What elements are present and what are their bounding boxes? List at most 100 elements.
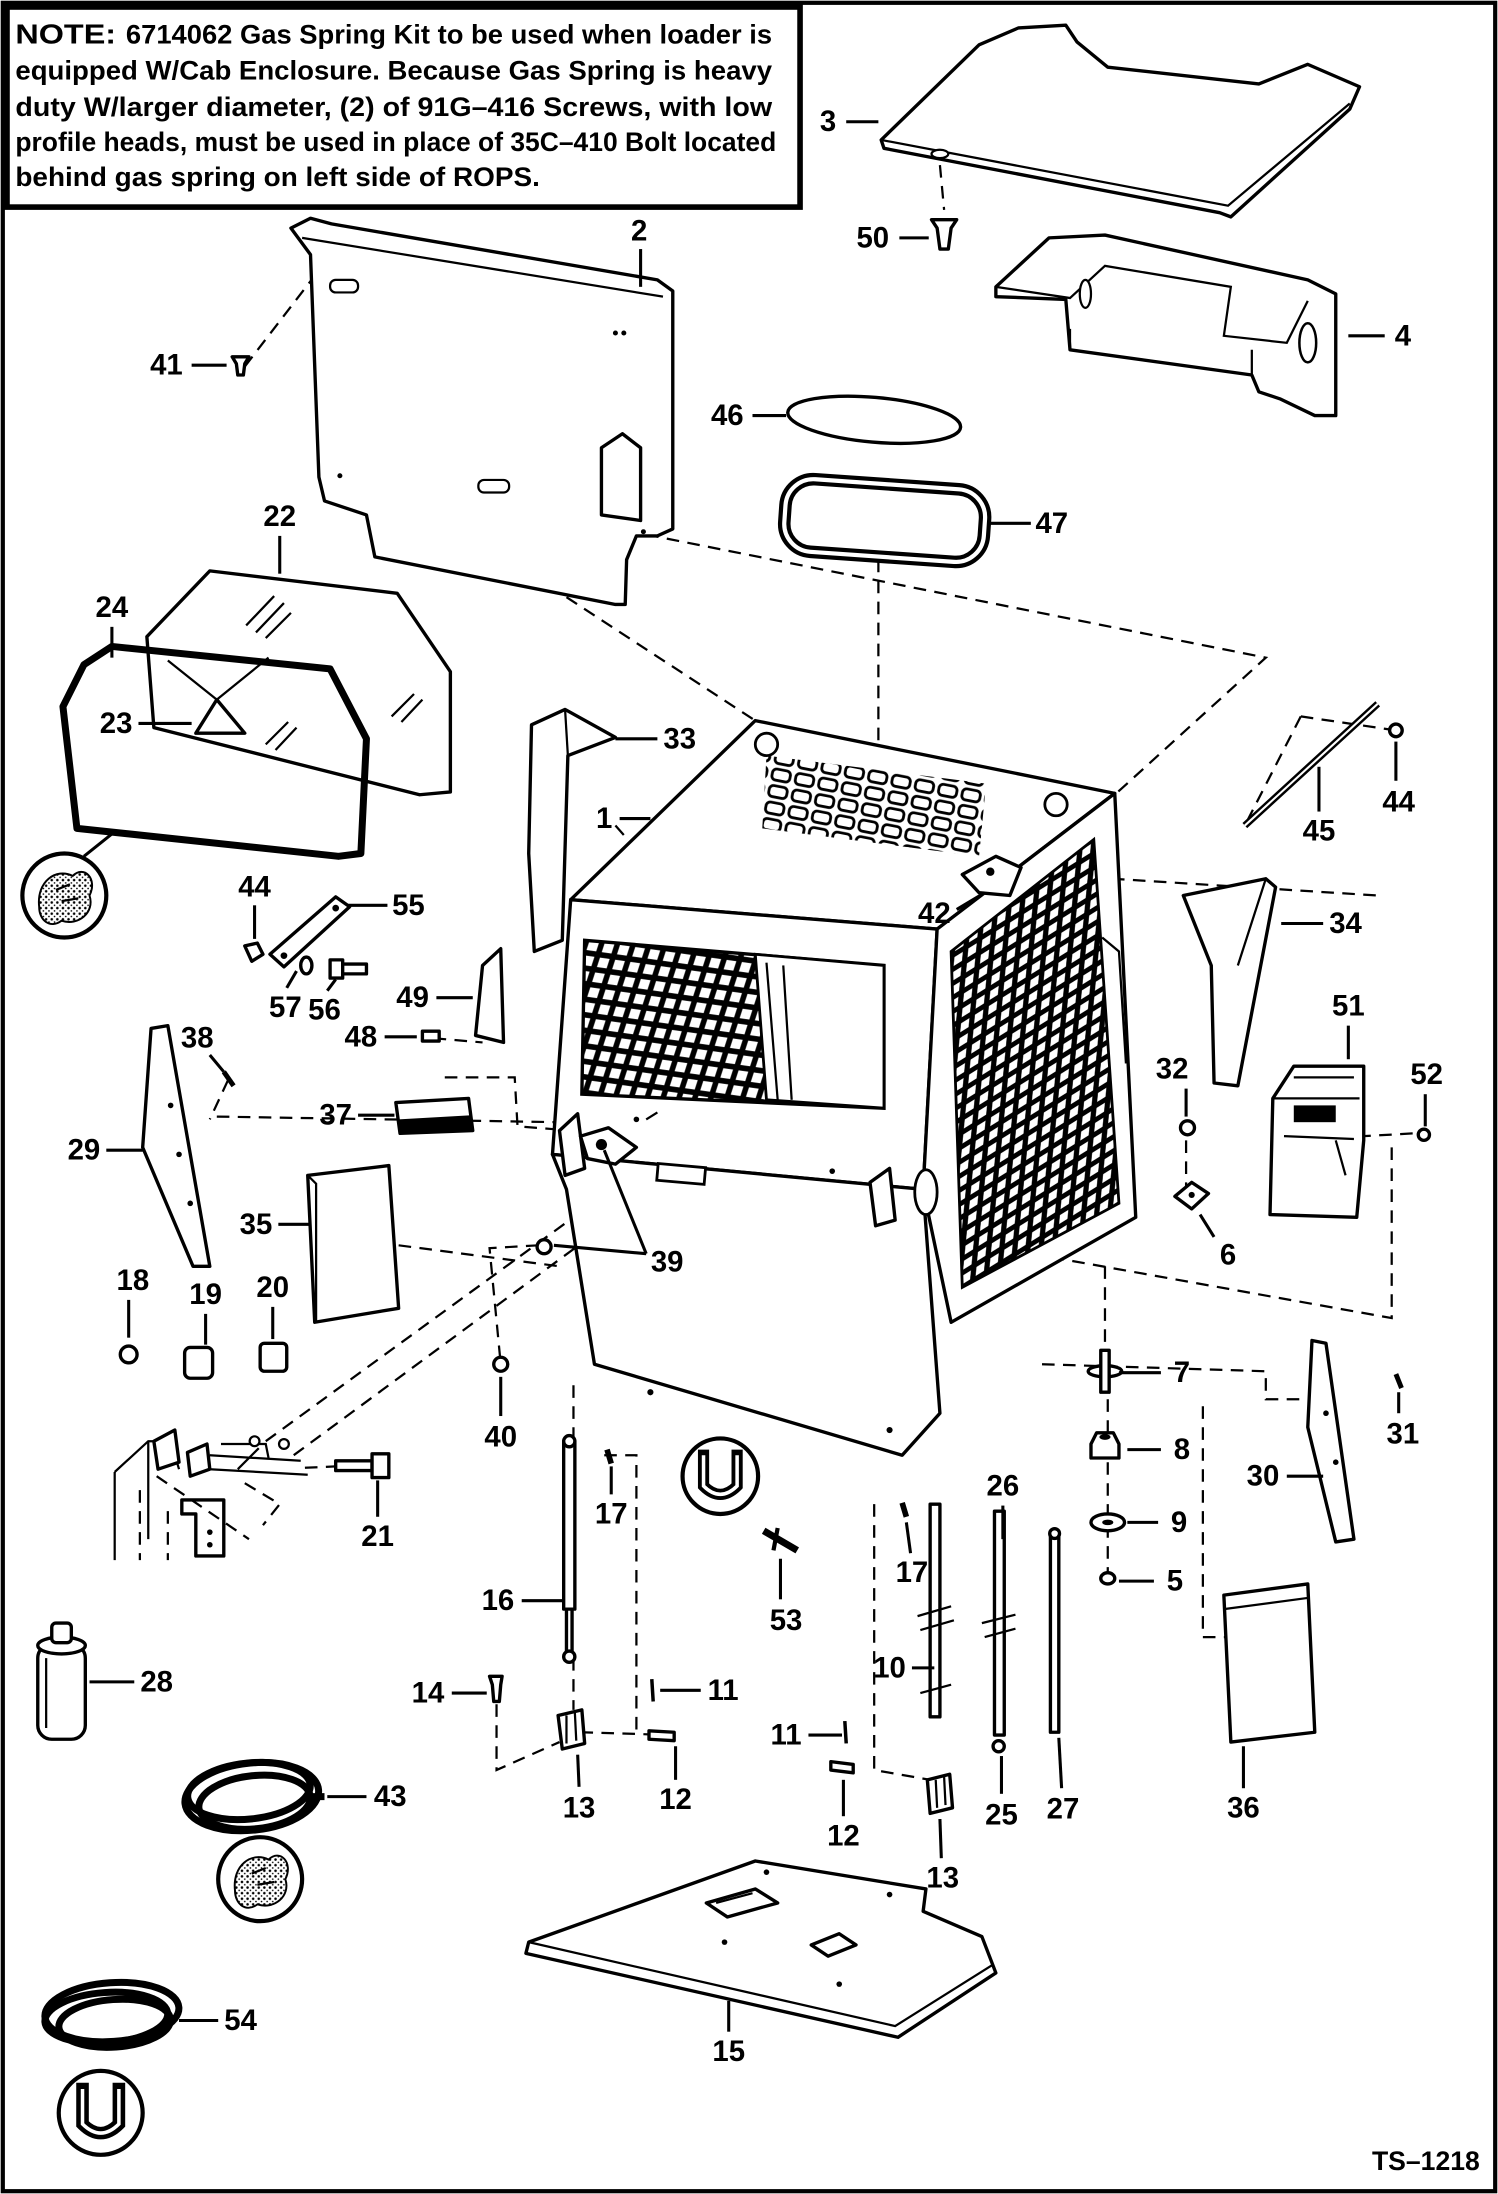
part-bolt-21 (334, 1452, 391, 1480)
part-bushing-19 (182, 1345, 215, 1380)
part-right-side-bracket (1306, 1338, 1356, 1544)
part-latch (167, 656, 270, 735)
callout-label: 11 (771, 1719, 802, 1752)
part-plate-6 (1173, 1180, 1211, 1211)
callout-label: 32 (1156, 1053, 1189, 1086)
callout-label: 18 (117, 1264, 150, 1297)
callout-label: 53 (770, 1604, 803, 1637)
part-stud-7 (1086, 1348, 1124, 1394)
leader-line (82, 832, 113, 858)
callout-label: 37 (319, 1099, 352, 1132)
note-line: behind gas spring on left side of ROPS. (15, 162, 540, 192)
hand-applicator-icon (216, 1835, 305, 1924)
callout-label: 44 (1382, 785, 1415, 818)
note-line: 6714062 Gas Spring Kit to be used when l… (126, 19, 772, 49)
note-label: NOTE: (15, 18, 116, 49)
part-dome-seal (777, 472, 992, 569)
part-pin-12b (829, 1759, 855, 1775)
callout-label: 40 (484, 1421, 517, 1454)
part-nut-44-left (243, 941, 265, 963)
callout-label: 24 (96, 591, 129, 624)
part-washer-57 (299, 955, 314, 976)
callout-label: 8 (1174, 1433, 1190, 1466)
u-symbol-icon (56, 2068, 145, 2157)
callout-label: 34 (1329, 907, 1362, 940)
part-panel-49 (473, 947, 506, 1045)
callout-label: 45 (1303, 815, 1336, 848)
callout-label: 46 (711, 399, 744, 432)
callout-label: 22 (263, 500, 296, 533)
callout-label: 20 (256, 1271, 289, 1304)
callout-label: 26 (987, 1469, 1020, 1502)
part-clevis-13 (556, 1708, 587, 1751)
callout-label: 42 (918, 897, 951, 930)
callout-label: 52 (1410, 1058, 1443, 1091)
part-washer-9 (1089, 1512, 1127, 1533)
callout-label: 48 (345, 1020, 378, 1053)
part-nut-40 (492, 1355, 510, 1373)
part-pin-17b (899, 1501, 910, 1518)
callout-label: 4 (1395, 319, 1412, 352)
hand-applicator-icon (20, 851, 109, 940)
callout-label: 5 (1167, 1565, 1183, 1598)
part-window-seal (59, 642, 370, 860)
leader-line (955, 891, 986, 911)
part-screw-50 (929, 218, 959, 251)
part-rod-27 (1048, 1526, 1062, 1734)
leader-line (285, 970, 298, 989)
part-cover-42 (960, 854, 1023, 898)
part-isolator-8 (1089, 1431, 1121, 1460)
callout-label: 54 (224, 2004, 257, 2037)
callout-label: 15 (712, 2035, 745, 2068)
callout-label: 3 (820, 105, 836, 138)
note-line: equipped W/Cab Enclosure. Because Gas Sp… (15, 56, 772, 86)
part-pin-12 (647, 1729, 676, 1743)
part-screw-14 (487, 1674, 504, 1704)
part-rear-bracket (994, 233, 1338, 418)
callout-label: 13 (563, 1791, 596, 1824)
part-right-corner-bracket (1181, 877, 1278, 1088)
callout-label: 17 (896, 1556, 929, 1589)
callout-label: 43 (374, 1780, 407, 1813)
callout-label: 12 (659, 1783, 692, 1816)
callout-label: 50 (856, 221, 889, 254)
part-strap-55 (268, 895, 352, 969)
part-pad-37 (394, 1096, 475, 1136)
callout-label: 25 (985, 1798, 1018, 1831)
drawing-number: TS–1218 (1372, 2146, 1480, 2176)
part-control-box (1268, 1064, 1366, 1220)
callout-label: 2 (631, 214, 647, 247)
part-screw-41 (230, 355, 251, 377)
part-gas-spring-cylinder-28 (36, 1621, 87, 1741)
callout-label: 12 (827, 1819, 860, 1852)
part-screw-52 (1416, 1127, 1432, 1143)
part-screw-48 (420, 1029, 441, 1043)
part-seal-coil-54 (41, 1978, 183, 2051)
part-nut-5 (1099, 1571, 1117, 1586)
part-dome-lens (786, 394, 963, 445)
part-rear-panel (289, 216, 675, 607)
callout-label: 47 (1035, 507, 1068, 540)
part-pin-53 (761, 1527, 800, 1554)
callout-label: 14 (412, 1677, 445, 1710)
callout-label: 19 (189, 1278, 222, 1311)
part-left-corner-bracket (527, 707, 618, 954)
callout-label: 41 (150, 349, 183, 382)
leader-line (602, 1149, 648, 1255)
part-rear-window-glass (145, 569, 453, 797)
callout-label: 28 (140, 1665, 173, 1698)
callout-label: 56 (308, 994, 341, 1027)
callout-label: 16 (482, 1584, 515, 1617)
leader-line (904, 1522, 913, 1554)
part-pin-11b (843, 1720, 848, 1744)
part-nut-44 (1387, 722, 1404, 739)
note-line: duty W/larger diameter, (2) of 91G–416 S… (15, 92, 772, 122)
part-pad-35 (306, 1163, 401, 1324)
leader-line (553, 1243, 647, 1256)
part-pin-17 (604, 1448, 614, 1465)
callout-label: 7 (1174, 1356, 1190, 1389)
leader-line (576, 1754, 581, 1787)
callout-label: 49 (396, 981, 429, 1014)
